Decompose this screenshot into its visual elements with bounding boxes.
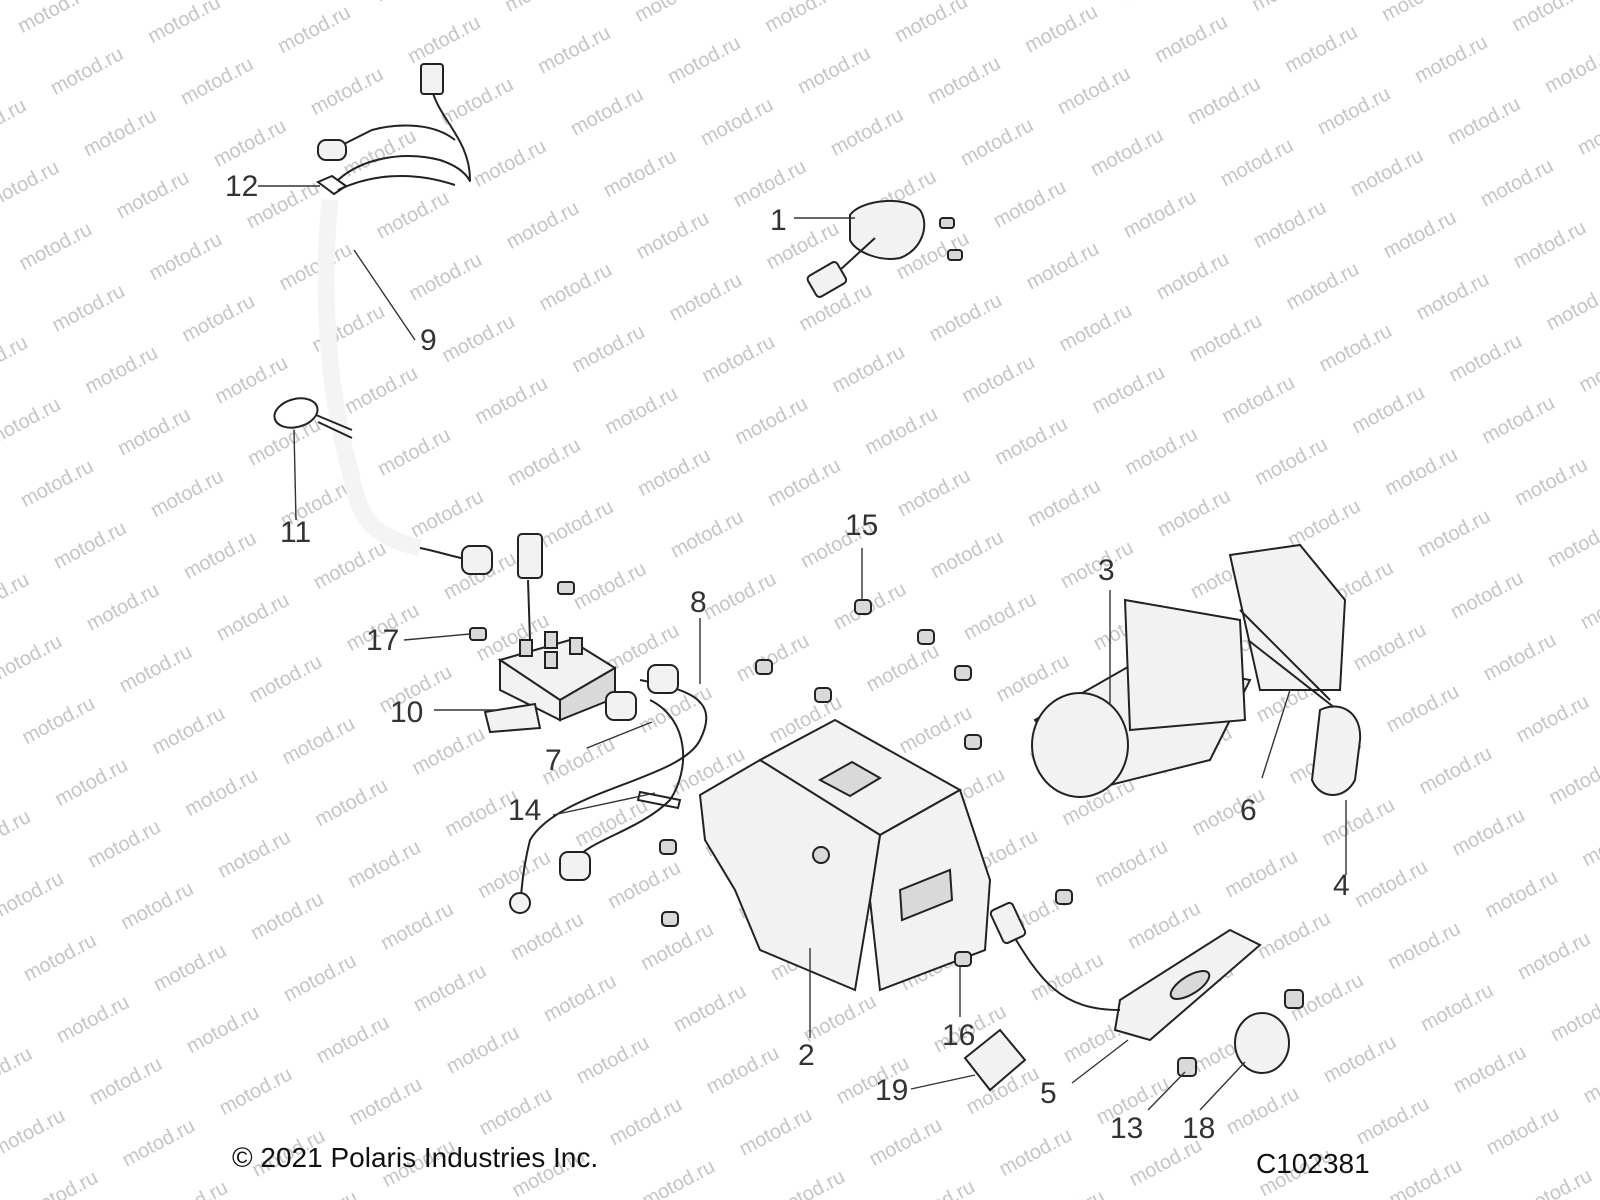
winch-hook <box>1310 705 1362 796</box>
harness-clip <box>316 174 348 196</box>
callout-5: 5 <box>1040 1077 1057 1110</box>
callout-16: 16 <box>942 1019 975 1052</box>
screw-17 <box>469 581 575 641</box>
callout-12: 12 <box>225 170 258 203</box>
callout-10: 10 <box>390 696 423 729</box>
nut-and-cap <box>1177 989 1304 1077</box>
callout-9: 9 <box>420 324 437 357</box>
winch-assembly <box>1031 543 1347 798</box>
callout-13: 13 <box>1110 1112 1143 1145</box>
loop-tie <box>273 397 353 439</box>
callout-18: 18 <box>1182 1112 1215 1145</box>
cable-harness <box>317 63 493 575</box>
callout-labels: 1 2 3 4 5 6 7 8 9 10 11 12 13 14 15 16 1… <box>225 170 1350 1145</box>
callout-6: 6 <box>1240 794 1257 827</box>
callout-3: 3 <box>1098 554 1115 587</box>
copyright-notice: © 2021 Polaris Industries Inc. <box>232 1142 599 1173</box>
callout-14: 14 <box>508 794 541 827</box>
mounting-plate <box>963 1028 1027 1092</box>
winch-switch <box>806 199 963 298</box>
callout-4: 4 <box>1333 869 1350 902</box>
callout-17: 17 <box>366 624 399 657</box>
drawing-number: C102381 <box>1256 1148 1370 1179</box>
callout-15: 15 <box>845 509 878 542</box>
callout-2: 2 <box>798 1039 815 1072</box>
callout-7: 7 <box>545 744 562 777</box>
battery-cables <box>509 664 708 914</box>
winch-mount-bracket <box>698 718 992 992</box>
contactor-solenoid <box>483 533 617 734</box>
leader-lines <box>258 185 1347 1111</box>
cable-tie <box>636 790 682 810</box>
roller-fairlead <box>989 901 1262 1042</box>
callout-19: 19 <box>875 1074 908 1107</box>
callout-1: 1 <box>770 204 787 237</box>
bolts <box>659 599 1073 967</box>
callout-8: 8 <box>690 586 707 619</box>
callout-11: 11 <box>280 516 311 549</box>
